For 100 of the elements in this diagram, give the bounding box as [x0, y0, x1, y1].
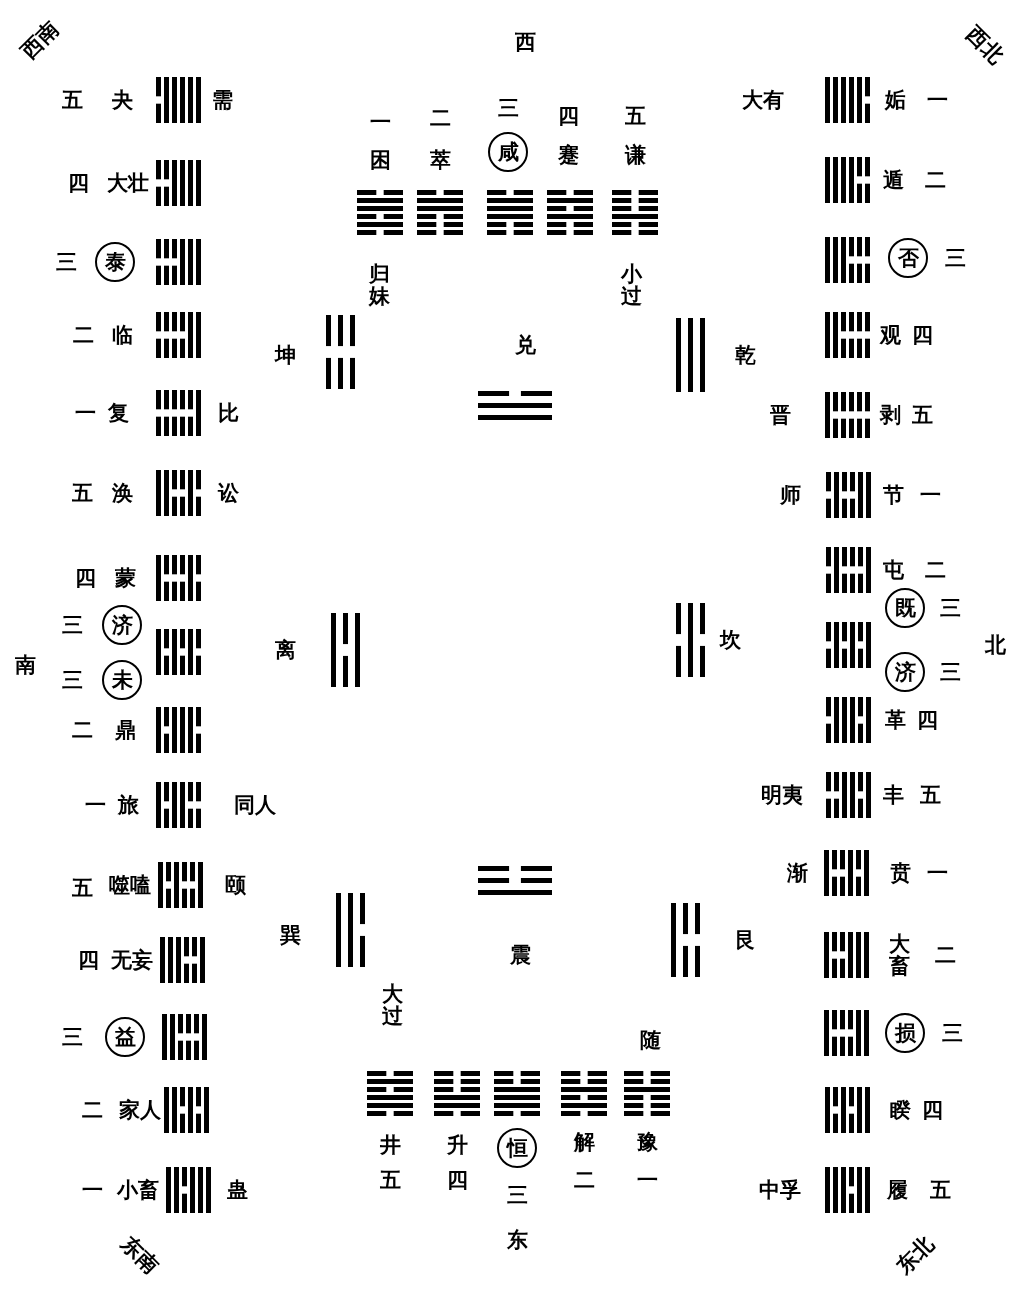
- hexagram-name: 困: [369, 149, 391, 171]
- line-number: 五: [911, 404, 933, 426]
- trigram-name: 巽: [279, 924, 301, 946]
- hexagram-name: 讼: [217, 482, 239, 504]
- line-number: 三: [55, 251, 77, 273]
- hexagram-name: 剥: [879, 404, 901, 426]
- hexagram-name: 渐: [786, 862, 808, 884]
- circled-hexagram-name: 既: [885, 588, 925, 628]
- circled-hexagram-name: 咸: [488, 132, 528, 172]
- hexagram-name: 大壮: [107, 172, 149, 194]
- circled-hexagram-name: 否: [888, 238, 928, 278]
- line-number: 二: [934, 944, 956, 966]
- line-number: 三: [61, 1026, 83, 1048]
- hexagram-name: 睽: [889, 1099, 911, 1121]
- line-number: 一: [926, 862, 948, 884]
- line-number: 一: [369, 111, 391, 133]
- hexagram-name: 无妄: [111, 949, 153, 971]
- hexagram-name: 豫: [636, 1131, 658, 1153]
- hexagram-name: 比: [217, 402, 239, 424]
- line-number: 一: [636, 1169, 658, 1191]
- line-number: 五: [929, 1179, 951, 1201]
- direction-label: 东南: [117, 1232, 163, 1278]
- line-number: 三: [61, 614, 83, 636]
- line-number: 二: [924, 559, 946, 581]
- hexagram-name: 师: [779, 484, 801, 506]
- direction-label: 西南: [17, 17, 63, 63]
- hexagram-name: 噬嗑: [109, 874, 151, 896]
- line-number: 二: [81, 1099, 103, 1121]
- line-number: 三: [497, 97, 519, 119]
- trigram-name: 兑: [514, 334, 536, 356]
- hexagram-name: 遁: [882, 169, 904, 191]
- hexagram-name: 井: [379, 1134, 401, 1156]
- trigram-name: 艮: [734, 929, 756, 951]
- line-number: 三: [944, 247, 966, 269]
- hexagram-name: 解: [573, 1131, 595, 1153]
- hexagram-name: 谦: [624, 144, 646, 166]
- hexagram-name: 节: [882, 484, 904, 506]
- circled-hexagram-name: 济: [885, 652, 925, 692]
- line-number: 三: [939, 661, 961, 683]
- line-number: 二: [71, 719, 93, 741]
- hexagram-name: 小畜: [117, 1179, 159, 1201]
- line-number: 一: [81, 1179, 103, 1201]
- line-number: 四: [67, 172, 89, 194]
- line-number: 五: [71, 877, 93, 899]
- line-number: 三: [941, 1022, 963, 1044]
- line-number: 一: [926, 89, 948, 111]
- trigram-name: 乾: [734, 344, 756, 366]
- line-number: 四: [74, 567, 96, 589]
- trigram-name: 坤: [274, 344, 296, 366]
- line-number: 一: [74, 402, 96, 424]
- hexagram-name: 需: [211, 89, 233, 111]
- line-number: 一: [84, 794, 106, 816]
- trigram-name: 震: [509, 944, 531, 966]
- line-number: 四: [916, 709, 938, 731]
- hexagram-name: 中孚: [759, 1179, 801, 1201]
- hexagram-name: 归妹: [369, 262, 391, 308]
- hexagram-name: 涣: [111, 482, 133, 504]
- hexagram-name: 复: [107, 402, 129, 424]
- hexagram-name: 旅: [117, 794, 139, 816]
- direction-label: 东: [506, 1229, 528, 1251]
- line-number: 三: [939, 597, 961, 619]
- hexagram-name: 蹇: [557, 144, 579, 166]
- hexagram-name: 明夷: [761, 784, 803, 806]
- line-number: 四: [911, 324, 933, 346]
- trigram-name: 离: [274, 639, 296, 661]
- hexagram-name: 临: [111, 324, 133, 346]
- line-number: 二: [573, 1169, 595, 1191]
- circled-hexagram-name: 损: [885, 1013, 925, 1053]
- line-number: 二: [924, 169, 946, 191]
- line-number: 五: [71, 482, 93, 504]
- line-number: 四: [921, 1099, 943, 1121]
- line-number: 三: [506, 1184, 528, 1206]
- hexagram-name: 升: [446, 1134, 468, 1156]
- line-number: 四: [557, 105, 579, 127]
- hexagram-name: 夬: [111, 89, 133, 111]
- line-number: 四: [77, 949, 99, 971]
- hexagram-name: 鼎: [114, 719, 136, 741]
- direction-label: 北: [984, 634, 1006, 656]
- trigram-name: 坎: [719, 629, 741, 651]
- circled-hexagram-name: 益: [105, 1017, 145, 1057]
- hexagram-name: 萃: [429, 149, 451, 171]
- direction-label: 西北: [962, 22, 1008, 68]
- hexagram-name: 蛊: [226, 1179, 248, 1201]
- line-number: 二: [72, 324, 94, 346]
- line-number: 一: [919, 484, 941, 506]
- hexagram-name: 家人: [119, 1099, 161, 1121]
- hexagram-name: 随: [639, 1029, 661, 1051]
- circled-hexagram-name: 未: [102, 660, 142, 700]
- hexagram-name: 履: [886, 1179, 908, 1201]
- line-number: 五: [919, 784, 941, 806]
- line-number: 五: [379, 1169, 401, 1191]
- line-number: 三: [61, 669, 83, 691]
- hexagram-name: 丰: [882, 784, 904, 806]
- hexagram-name: 小过: [621, 262, 643, 308]
- hexagram-name: 晋: [769, 404, 791, 426]
- hexagram-name: 大畜: [889, 932, 911, 978]
- line-number: 五: [61, 89, 83, 111]
- circled-hexagram-name: 泰: [95, 242, 135, 282]
- hexagram-name: 大有: [742, 89, 784, 111]
- hexagram-name: 姤: [884, 89, 906, 111]
